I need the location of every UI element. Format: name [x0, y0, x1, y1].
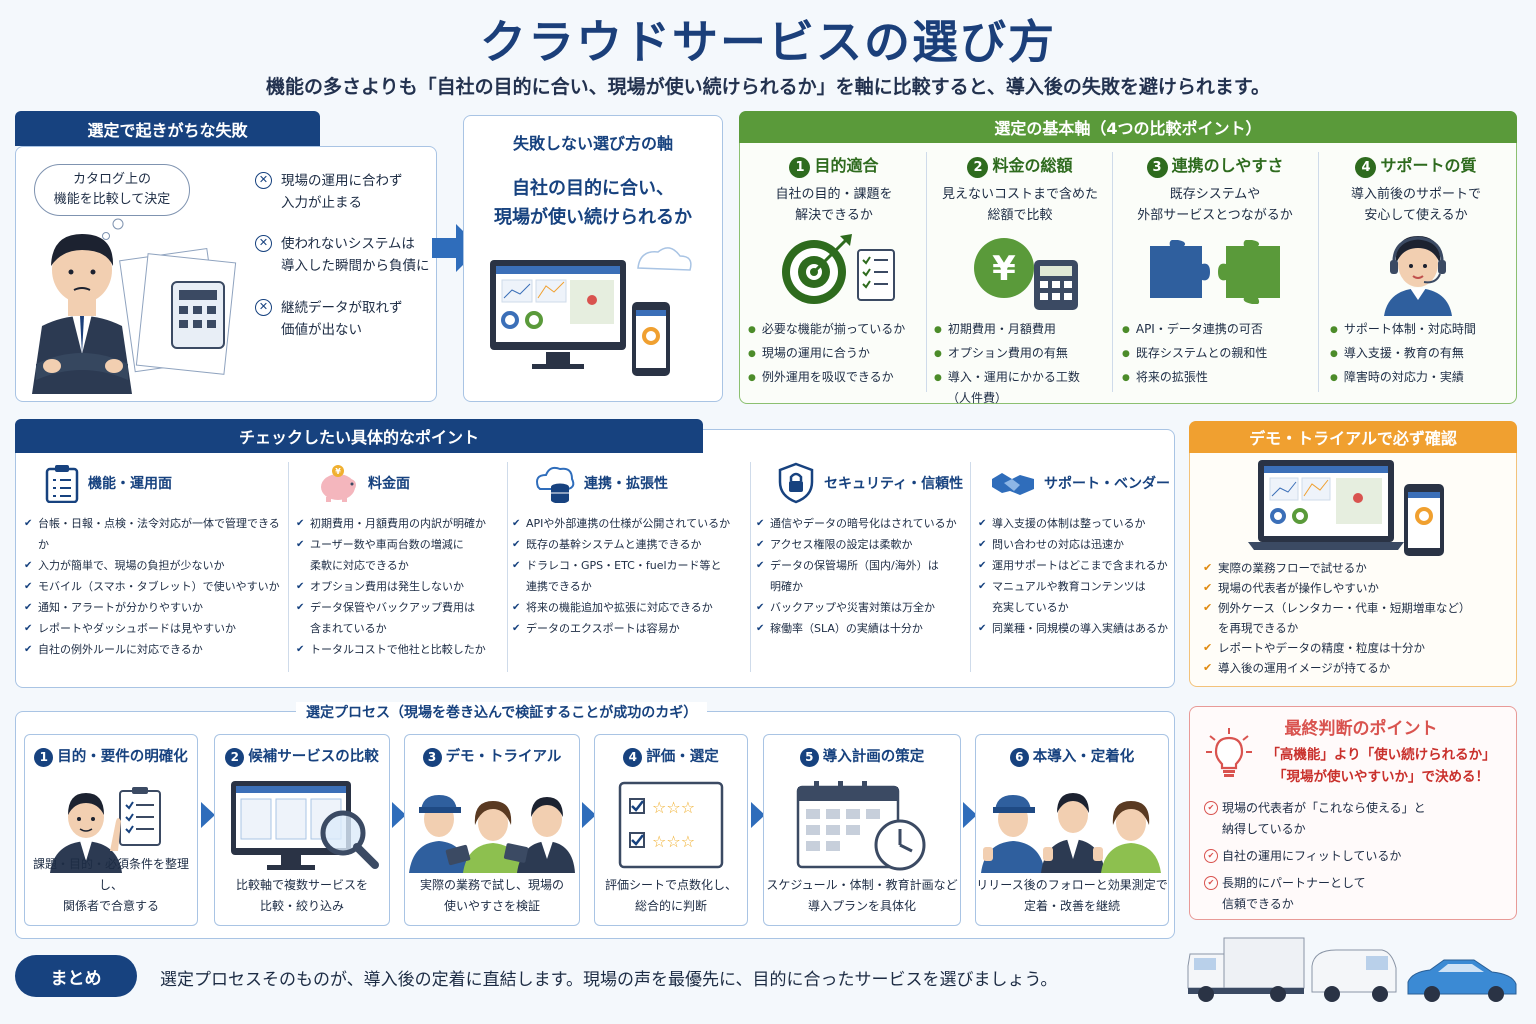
piggy-bank-icon: ¥ [321, 465, 356, 502]
summary-text: 選定プロセスそのものが、導入後の定着に直結します。現場の声を最優先に、目的に合っ… [160, 970, 1058, 990]
failure-item-1: ✕現場の運用に合わず入力が止まる [255, 170, 403, 214]
x-circle-icon: ✕ [255, 299, 272, 316]
target-checklist-icon [782, 234, 895, 304]
monitor-and-phone-illustration [490, 247, 692, 376]
final-title: 最終判断のポイント [1284, 719, 1438, 739]
final-lead: 「高機能」より「使い続けられるか」 「現場が使いやすいか」で決める！ [1266, 747, 1496, 785]
page-subtitle: 機能の多さよりも「自社の目的に合い、現場が使い続けられるか」を軸に比較すると、導… [266, 76, 1270, 98]
failure-item-2: ✕使われないシステムは導入した瞬間から負債に [255, 233, 430, 277]
demo-tab: デモ・トライアルで必ず確認 [1189, 421, 1517, 453]
x-circle-icon: ✕ [255, 172, 272, 189]
demo-list: 実際の業務フローで試せるか 現場の代表者が操作しやすいか 例外ケース（レンタカー… [1203, 558, 1470, 678]
svg-text:☆☆☆: ☆☆☆ [652, 798, 695, 817]
axis-list-integration: API・データ連携の可否 既存システムとの親和性 将来の拡張性 [1122, 318, 1268, 390]
laptop-and-phone-illustration [1248, 460, 1444, 556]
page-title: クラウドサービスの選び方 [480, 15, 1056, 69]
axis-core-title: 失敗しない選び方の軸 [512, 134, 673, 153]
presenter-clipboard-illustration [50, 787, 161, 873]
step-arrow-icon [201, 802, 215, 828]
thought-bubble: カタログ上の 機能を比較して決定 [34, 164, 190, 216]
check-col-security: セキュリティ・信頼性 通信やデータの暗号化はされているか アクセス権限の設定は柔… [756, 462, 968, 639]
axis-list-cost: 初期費用・月額費用 オプション費用の有無 導入・運用にかかる工数 （人件費） [934, 318, 1080, 406]
axis-core-statement: 自社の目的に合い、 現場が使い続けられるか [494, 178, 692, 228]
check-col-pricing: ¥料金面 初期費用・月額費用の内訳が明確か ユーザー数や車両台数の増減に 柔軟に… [296, 463, 506, 660]
svg-text:¥: ¥ [335, 467, 341, 476]
svg-text:☆☆☆: ☆☆☆ [652, 832, 695, 851]
axis-list-support: サポート体制・対応時間 導入支援・教育の有無 障害時の対応力・実績 [1330, 318, 1476, 390]
evaluation-sheet-icon: ☆☆☆ ☆☆☆ [618, 781, 724, 869]
clipboard-checklist-icon [45, 465, 79, 503]
basic-axes-tab: 選定の基本軸（4つの比較ポイント） [739, 111, 1517, 143]
step-arrow-icon [582, 802, 596, 828]
shield-lock-icon [778, 462, 814, 504]
check-col-function: 機能・運用面 台帳・日報・点検・法令対応が一体で管理できるか 入力が簡単で、現場… [24, 463, 286, 660]
step-arrow-icon [963, 802, 977, 828]
failures-tab: 選定で起きがちな失敗 [15, 111, 320, 146]
x-circle-icon: ✕ [255, 235, 272, 252]
check-col-integration: 連携・拡張性 APIや外部連携の仕様が公開されているか 既存の基幹システムと連携… [512, 463, 748, 639]
calendar-clock-icon [796, 781, 926, 871]
step-arrow-icon [392, 802, 406, 828]
lightbulb-icon [1206, 728, 1252, 777]
team-trial-illustration [409, 795, 575, 873]
failure-item-3: ✕継続データが取れず価値が出ない [255, 297, 403, 341]
checkpoints-tab: チェックしたい具体的なポイント [15, 419, 703, 453]
yen-calculator-icon: ¥ [974, 238, 1078, 310]
puzzle-pieces-icon [1150, 240, 1280, 304]
axis-list-purpose: 必要な機能が揃っているか 現場の運用に合うか 例外運用を吸収できるか [748, 318, 905, 390]
cloud-database-icon [536, 466, 575, 503]
check-col-vendor: サポート・ベンダー 導入支援の体制は整っているか 問い合わせの対応は迅速か 運用… [978, 463, 1174, 639]
team-thumbs-up-illustration [981, 793, 1161, 873]
step-arrow-icon [751, 802, 765, 828]
handshake-icon [992, 473, 1034, 495]
vehicles-illustration [1187, 937, 1517, 1002]
svg-text:¥: ¥ [992, 249, 1016, 289]
monitor-magnifier-illustration [231, 781, 379, 870]
summary-badge: まとめ [15, 955, 137, 997]
support-operator-icon [1384, 236, 1452, 316]
process-title: 選定プロセス（現場を巻き込んで検証することが成功のカギ） [296, 702, 708, 722]
worried-businessman-illustration [32, 218, 237, 394]
